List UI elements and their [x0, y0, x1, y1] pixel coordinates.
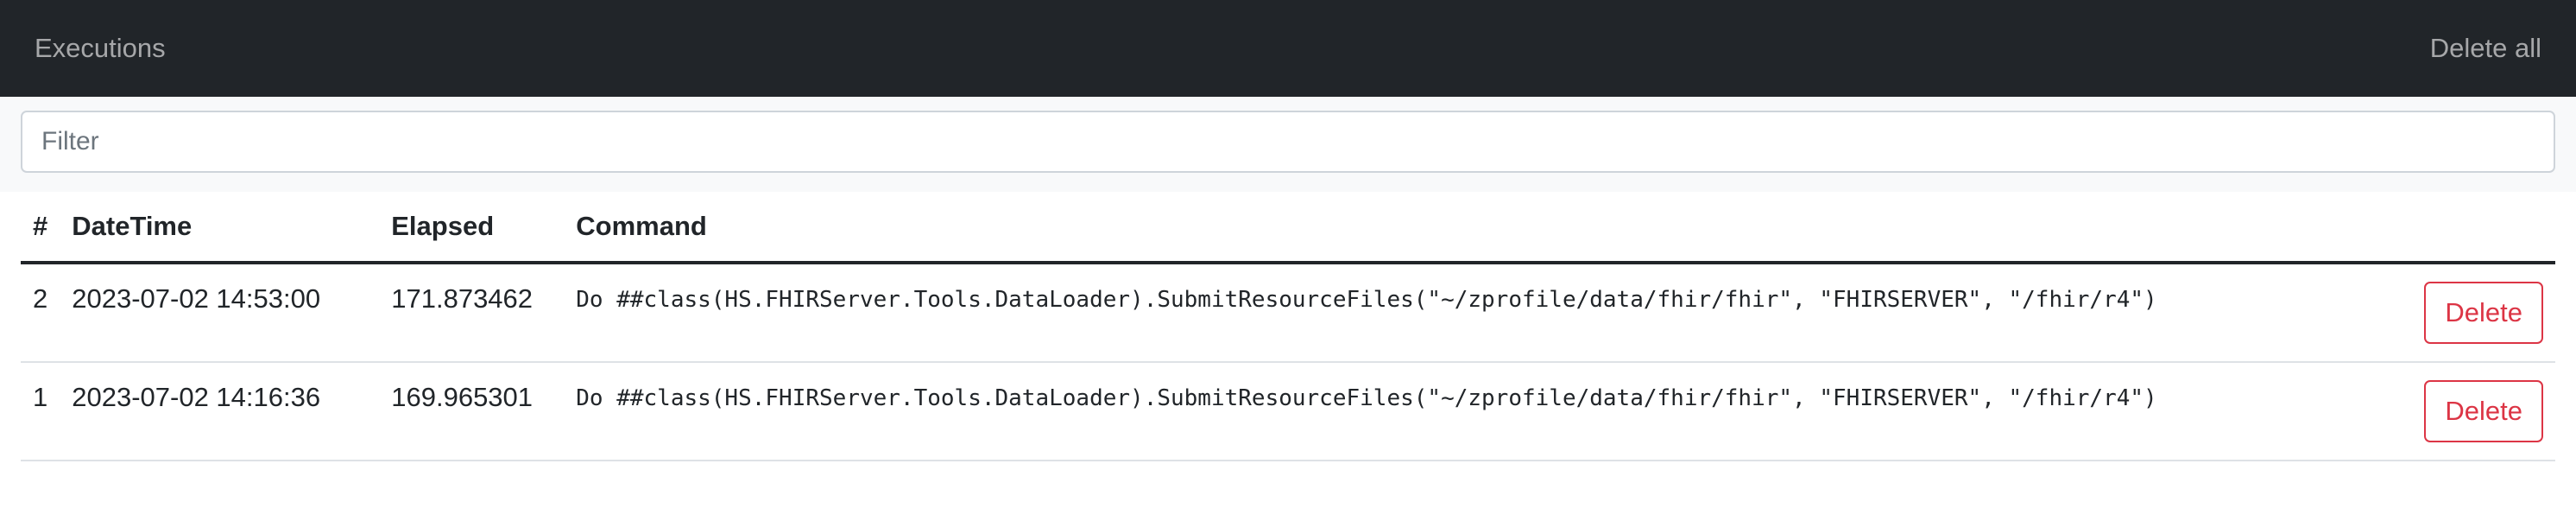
row-actions: Delete	[2400, 362, 2555, 461]
navbar-brand[interactable]: Executions	[35, 33, 166, 63]
row-command: Do ##class(HS.FHIRServer.Tools.DataLoade…	[564, 362, 2400, 461]
delete-button[interactable]: Delete	[2424, 380, 2543, 442]
table-header-row: # DateTime Elapsed Command	[21, 192, 2555, 264]
header-num: #	[21, 192, 60, 264]
filter-input[interactable]	[21, 111, 2555, 173]
top-navbar: Executions Delete all	[0, 0, 2576, 97]
executions-table: # DateTime Elapsed Command 2 2023-07-02 …	[21, 192, 2555, 461]
executions-table-wrapper: # DateTime Elapsed Command 2 2023-07-02 …	[0, 192, 2576, 461]
header-actions	[2400, 192, 2555, 264]
row-actions: Delete	[2400, 263, 2555, 363]
filter-bar	[0, 97, 2576, 192]
row-datetime: 2023-07-02 14:53:00	[60, 263, 380, 363]
table-header: # DateTime Elapsed Command	[21, 192, 2555, 264]
row-num: 1	[21, 362, 60, 461]
row-elapsed: 169.965301	[379, 362, 565, 461]
row-command: Do ##class(HS.FHIRServer.Tools.DataLoade…	[564, 263, 2400, 363]
header-datetime: DateTime	[60, 192, 380, 264]
table-row: 1 2023-07-02 14:16:36 169.965301 Do ##cl…	[21, 362, 2555, 461]
delete-button[interactable]: Delete	[2424, 282, 2543, 344]
table-row: 2 2023-07-02 14:53:00 171.873462 Do ##cl…	[21, 263, 2555, 363]
header-elapsed: Elapsed	[379, 192, 565, 264]
header-command: Command	[564, 192, 2400, 264]
delete-all-link[interactable]: Delete all	[2429, 33, 2541, 63]
row-datetime: 2023-07-02 14:16:36	[60, 362, 380, 461]
table-body: 2 2023-07-02 14:53:00 171.873462 Do ##cl…	[21, 263, 2555, 461]
row-num: 2	[21, 263, 60, 363]
row-elapsed: 171.873462	[379, 263, 565, 363]
